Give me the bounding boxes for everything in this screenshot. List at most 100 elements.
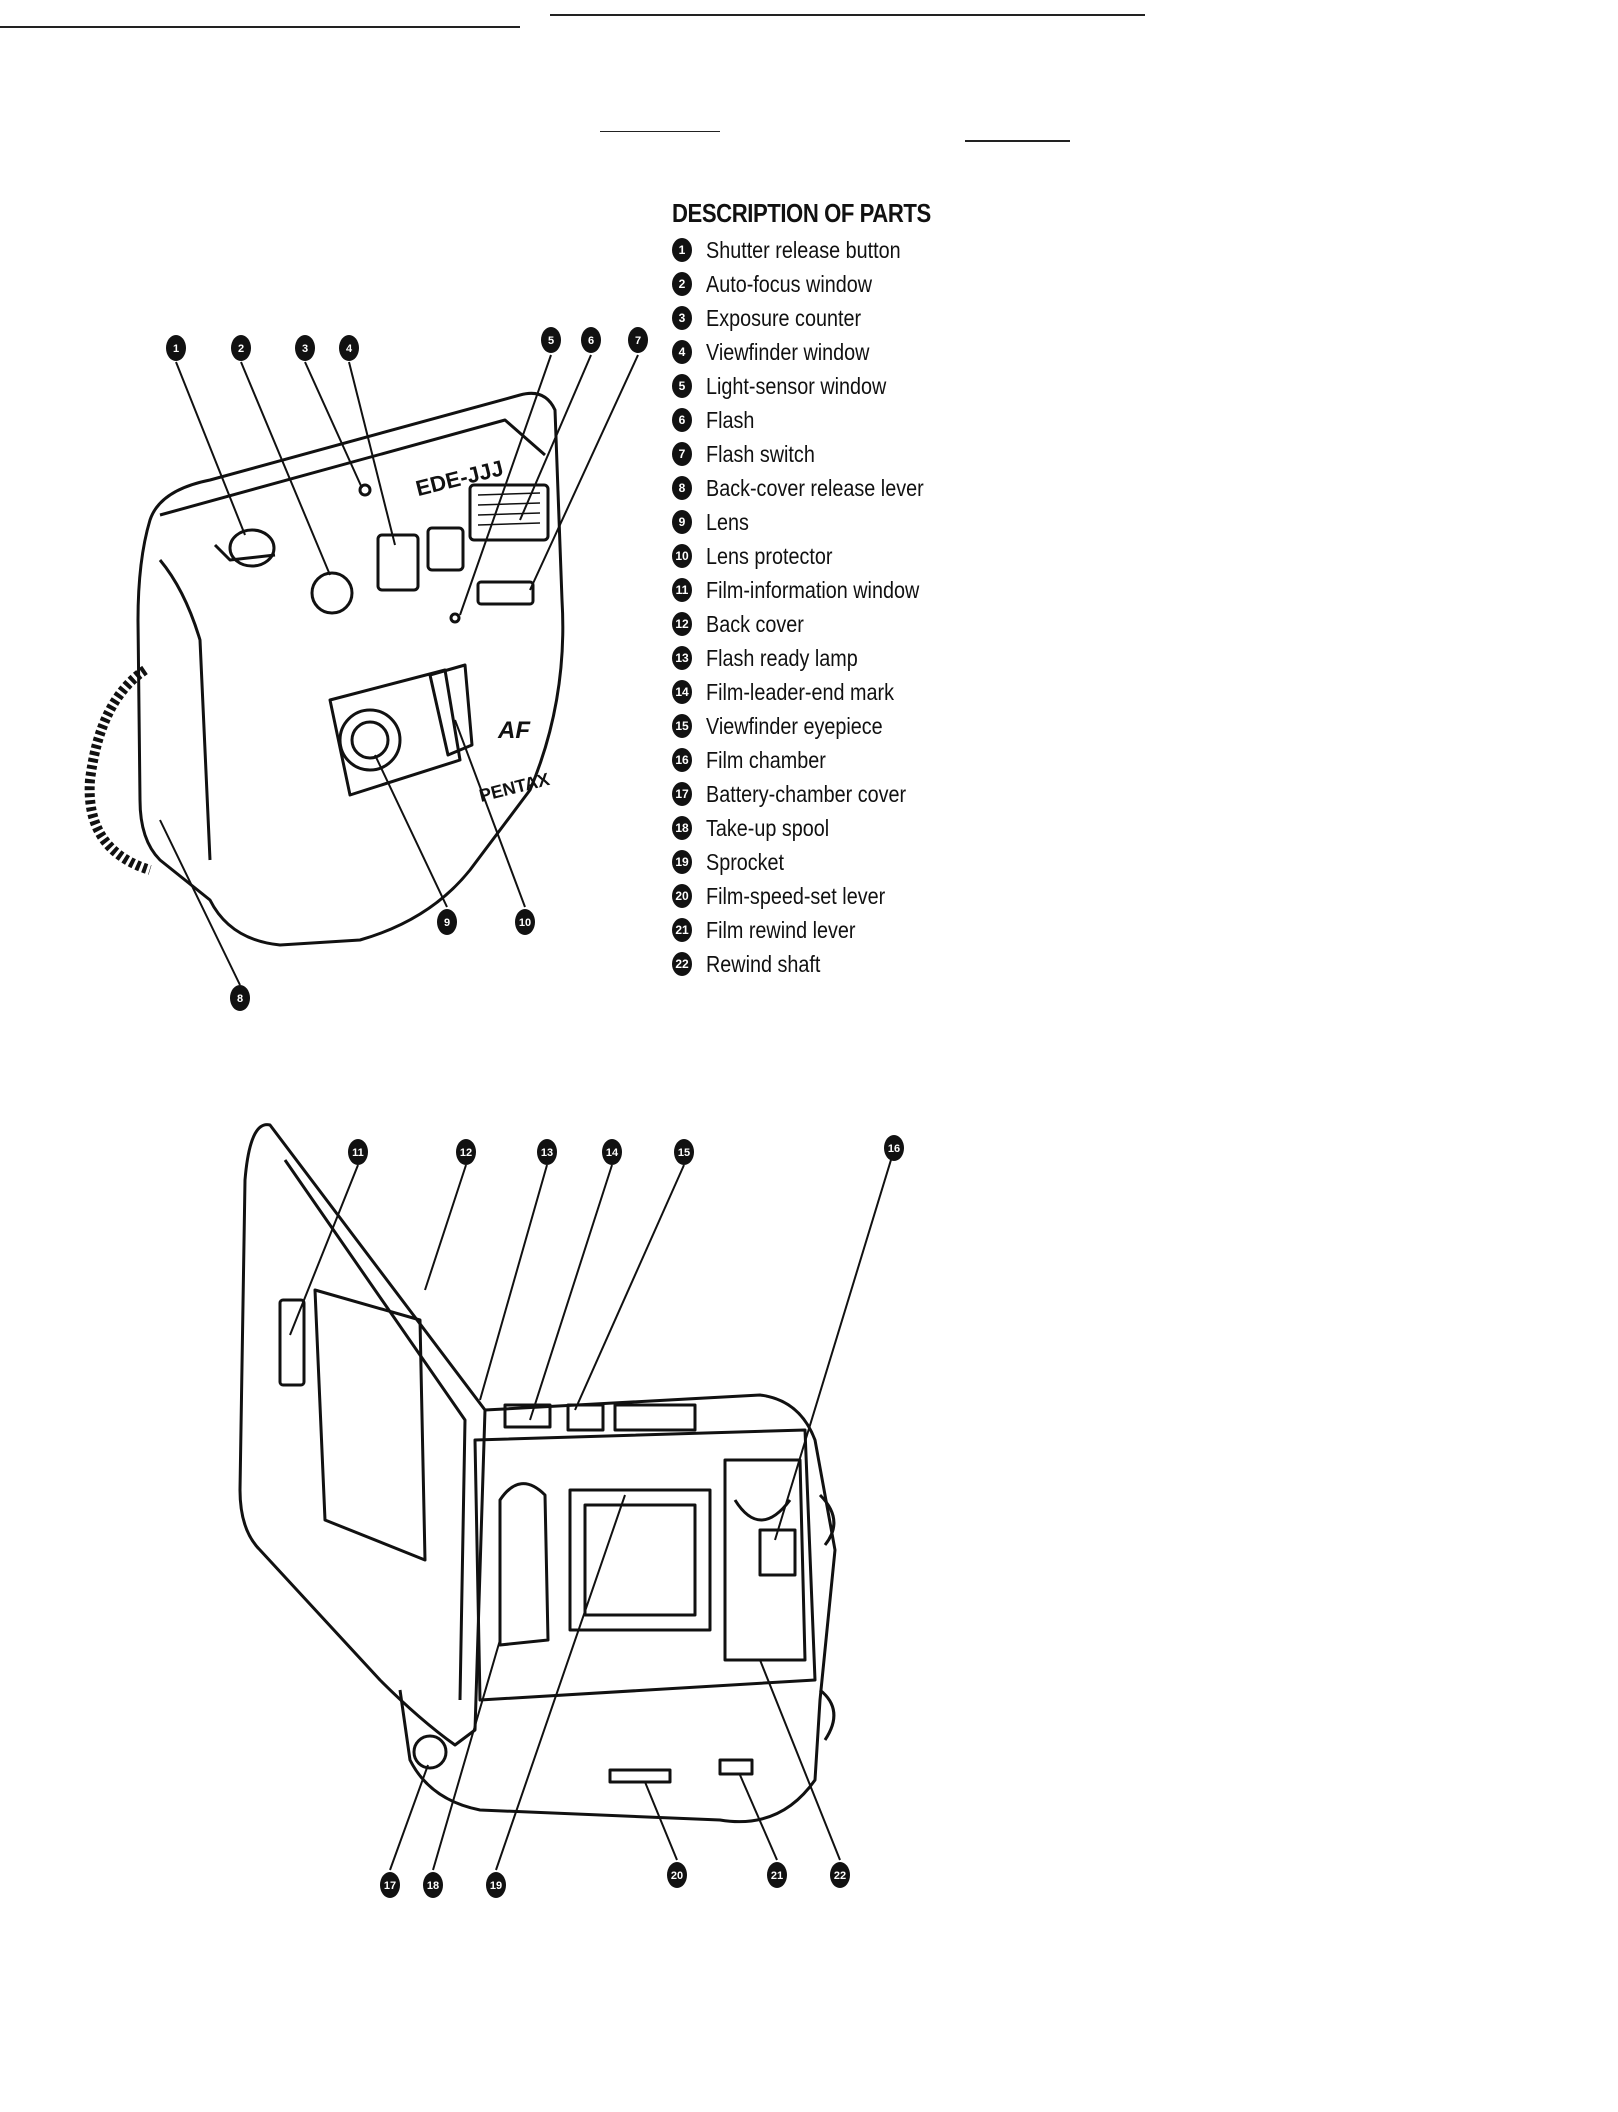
callout-number: 8 [237, 993, 243, 1005]
part-label: Film-leader-end mark [706, 678, 894, 705]
scan-artifact-line [550, 14, 1145, 16]
part-label: Viewfinder eyepiece [706, 712, 883, 739]
callout-badge [628, 327, 648, 353]
camera-body-back [398, 1393, 837, 1824]
scan-artifact-line [0, 26, 520, 28]
part-label: Light-sensor window [706, 372, 887, 399]
callout-number: 21 [771, 1870, 783, 1882]
callout-badge [166, 335, 186, 361]
part-number-badge: 10 [672, 544, 692, 568]
part-item: 4 Viewfinder window [672, 335, 1002, 369]
part-label: Battery-chamber cover [706, 780, 907, 807]
part-item: 16 Film chamber [672, 743, 1002, 777]
part-label: Back cover [706, 610, 804, 637]
part-item: 7 Flash switch [672, 437, 1002, 471]
callout-number: 2 [238, 343, 244, 355]
camera-top-edge [159, 418, 546, 517]
part-number-badge: 17 [672, 782, 692, 806]
callout-badge [767, 1862, 787, 1888]
callout-badge [602, 1139, 622, 1165]
back-cover-shape [238, 1123, 487, 1747]
part-item: 8 Back-cover release lever [672, 471, 1002, 505]
part-label: Sprocket [706, 848, 785, 875]
callout-badge [537, 1139, 557, 1165]
parts-list-title: DESCRIPTION OF PARTS [672, 198, 931, 228]
part-label: Lens [706, 508, 749, 535]
part-number-badge: 15 [672, 714, 692, 738]
callout-number: 3 [302, 343, 308, 355]
flash-switch-shape [476, 580, 535, 606]
part-number-badge: 18 [672, 816, 692, 840]
part-label: Shutter release button [706, 236, 901, 263]
part-label: Flash switch [706, 440, 815, 467]
callout-number: 1 [173, 343, 179, 355]
callout-number: 5 [548, 335, 554, 347]
part-number-badge: 11 [672, 578, 692, 602]
part-label: Viewfinder window [706, 338, 870, 365]
part-label: Film chamber [706, 746, 826, 773]
callout-badge [231, 335, 251, 361]
part-item: 15 Viewfinder eyepiece [672, 709, 1002, 743]
lens-housing [328, 668, 462, 797]
callout-badge [230, 985, 250, 1011]
shutter-button-shape [228, 528, 276, 568]
rewind-lever-shape [718, 1758, 754, 1776]
lens-shape [338, 708, 402, 772]
film-gate-shape [568, 1488, 712, 1632]
part-number-badge: 21 [672, 918, 692, 942]
callout-badge [884, 1135, 904, 1161]
part-number-badge: 14 [672, 680, 692, 704]
callout-badge [423, 1872, 443, 1898]
film-speed-lever-shape [608, 1768, 672, 1784]
part-number-badge: 4 [672, 340, 692, 364]
part-item: 17 Battery-chamber cover [672, 777, 1002, 811]
flash-shape [468, 483, 550, 542]
callout-number: 14 [606, 1147, 619, 1159]
callout-number: 20 [671, 1870, 683, 1882]
part-item: 18 Take-up spool [672, 811, 1002, 845]
part-number-badge: 7 [672, 442, 692, 466]
part-item: 9 Lens [672, 505, 1002, 539]
part-label: Take-up spool [706, 814, 830, 841]
lens-protector-shape [428, 663, 474, 757]
callout-badge [348, 1139, 368, 1165]
part-item: 14 Film-leader-end mark [672, 675, 1002, 709]
camera-grip [158, 559, 212, 861]
part-label: Flash ready lamp [706, 644, 858, 671]
callout-number: 11 [352, 1147, 364, 1159]
take-up-spool-shape [498, 1482, 550, 1647]
camera-af-text: AF [497, 717, 531, 744]
callout-badge [515, 909, 535, 935]
scan-artifact-line [600, 131, 720, 132]
callout-badge [581, 327, 601, 353]
part-item: 5 Light-sensor window [672, 369, 1002, 403]
part-number-badge: 9 [672, 510, 692, 534]
callout-number: 15 [678, 1147, 690, 1159]
part-number-badge: 8 [672, 476, 692, 500]
part-number-badge: 13 [672, 646, 692, 670]
callout-number: 22 [834, 1870, 846, 1882]
part-label: Exposure counter [706, 304, 862, 331]
part-label: Back-cover release lever [706, 474, 924, 501]
part-number-badge: 22 [672, 952, 692, 976]
callout-badge [380, 1872, 400, 1898]
film-info-window-shape [278, 1298, 306, 1387]
part-number-badge: 16 [672, 748, 692, 772]
part-number-badge: 12 [672, 612, 692, 636]
battery-cover-shape [412, 1734, 448, 1770]
callout-number: 6 [588, 335, 594, 347]
part-number-badge: 5 [672, 374, 692, 398]
part-label: Rewind shaft [706, 950, 821, 977]
